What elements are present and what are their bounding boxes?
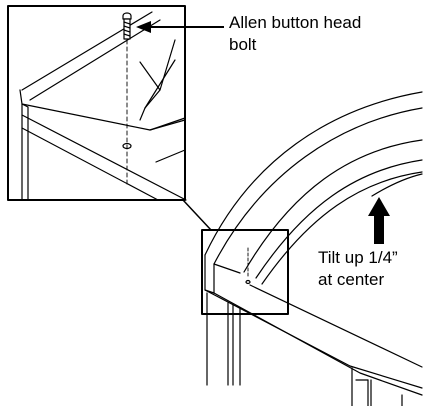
bolt-label: Allen button head bolt <box>229 12 361 56</box>
tilt-label-line-2: at center <box>318 270 385 289</box>
small-bolt <box>245 247 251 285</box>
bolt-pointer-arrow <box>136 21 224 33</box>
bolt-label-line-1: Allen button head <box>229 13 362 32</box>
tilt-label: Tilt up 1/4” at center <box>318 247 398 291</box>
arrow-up-icon <box>368 197 390 244</box>
tilt-label-line-1: Tilt up 1/4” <box>318 248 398 267</box>
magnifier-box <box>201 229 289 315</box>
detail-drawing <box>19 11 187 201</box>
beam-and-posts <box>204 254 423 406</box>
detail-frame <box>7 5 186 201</box>
callout-connector <box>182 199 212 231</box>
bolt-label-line-2: bolt <box>229 35 257 54</box>
screw-icon <box>122 12 132 40</box>
